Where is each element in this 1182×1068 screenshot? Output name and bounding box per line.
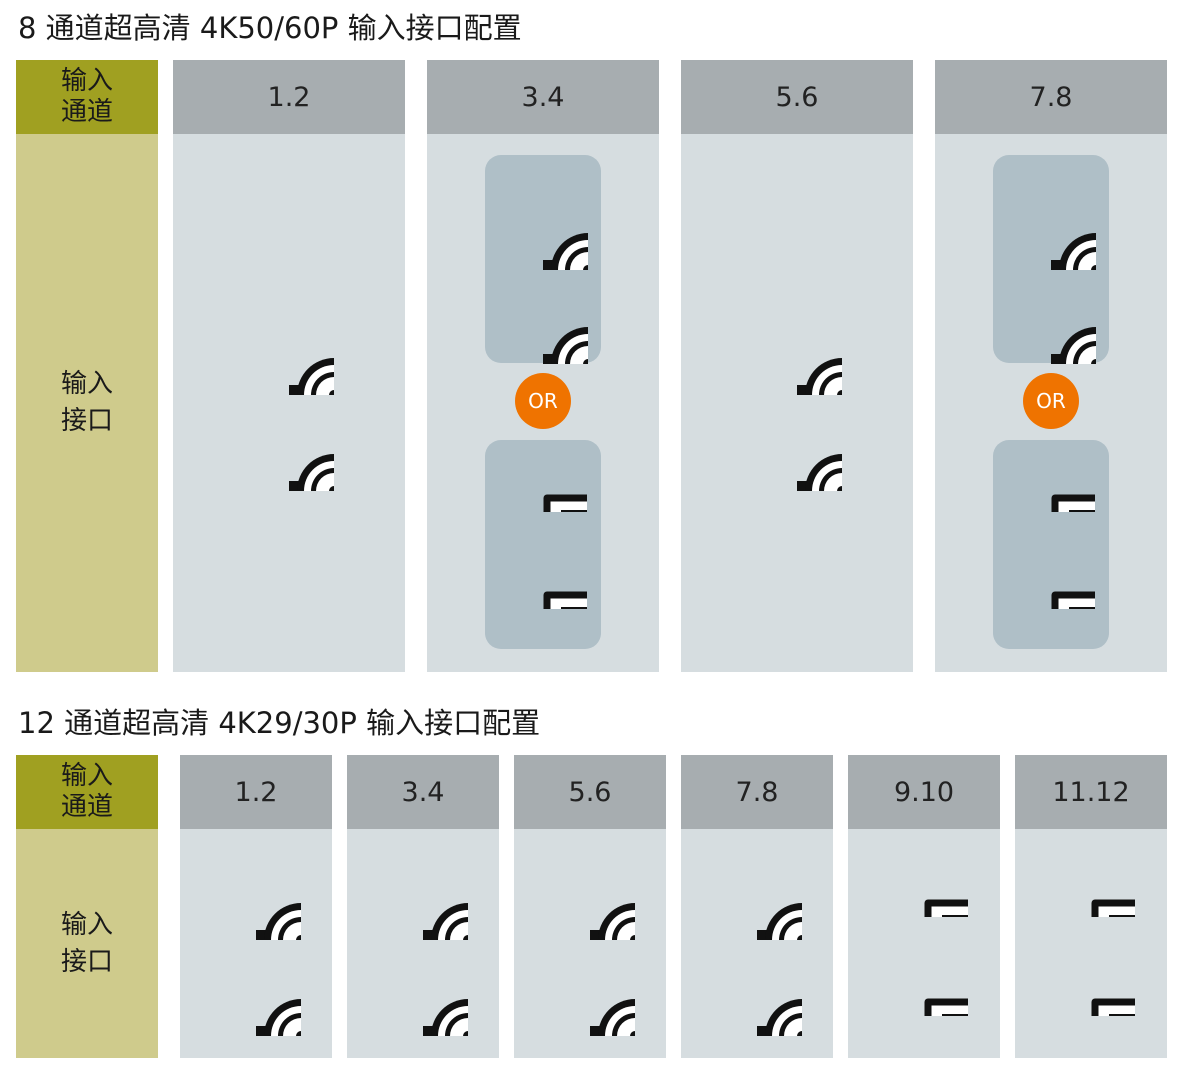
bnc-icon bbox=[797, 358, 842, 395]
bnc-icon bbox=[289, 358, 334, 395]
hdmi-icon bbox=[880, 980, 968, 1016]
section-title: 12 通道超高清 4K29/30P 输入接口配置 bbox=[18, 706, 541, 740]
column-header-3-4: 3.4 bbox=[347, 755, 499, 829]
column-header-1-2: 1.2 bbox=[173, 60, 405, 134]
hdmi-icon bbox=[1007, 476, 1095, 512]
hdmi-icon bbox=[880, 881, 968, 917]
or-badge: OR bbox=[1023, 373, 1079, 429]
bnc-icon bbox=[289, 454, 334, 491]
column-body-3-4: OR bbox=[427, 134, 659, 672]
bnc-icon bbox=[256, 999, 301, 1036]
column-body-5-6 bbox=[514, 829, 666, 1058]
sdi-group-box bbox=[485, 155, 601, 364]
channel-label-header: 输入 通道 bbox=[16, 60, 158, 134]
bnc-icon bbox=[590, 903, 635, 940]
bnc-icon bbox=[797, 454, 842, 491]
channel-label-header: 输入 通道 bbox=[16, 755, 158, 829]
column-header-9-10: 9.10 bbox=[848, 755, 1000, 829]
column-body-1-2 bbox=[173, 134, 405, 672]
bnc-icon bbox=[543, 233, 588, 270]
column-body-9-10 bbox=[848, 829, 1000, 1058]
hdmi-icon bbox=[1007, 573, 1095, 609]
section-title: 8 通道超高清 4K50/60P 输入接口配置 bbox=[18, 11, 522, 45]
column-body-1-2 bbox=[180, 829, 332, 1058]
label-line: 接口 bbox=[60, 946, 113, 977]
column-body-7-8: OR bbox=[935, 134, 1167, 672]
label-line: 输入 bbox=[60, 66, 113, 96]
bnc-icon bbox=[543, 327, 588, 364]
column-header-1-2: 1.2 bbox=[180, 755, 332, 829]
bnc-icon bbox=[757, 999, 802, 1036]
label-line: 通道 bbox=[60, 97, 113, 127]
bnc-icon bbox=[423, 903, 468, 940]
column-body-3-4 bbox=[347, 829, 499, 1058]
bnc-icon bbox=[423, 999, 468, 1036]
bnc-icon bbox=[256, 903, 301, 940]
column-body-7-8 bbox=[681, 829, 833, 1058]
column-header-7-8: 7.8 bbox=[681, 755, 833, 829]
column-body-11-12 bbox=[1015, 829, 1167, 1058]
port-label-body: 输入 接口 bbox=[16, 134, 158, 672]
hdmi-icon bbox=[499, 573, 587, 609]
hdmi-icon bbox=[1047, 980, 1135, 1016]
label-line: 输入 bbox=[60, 761, 113, 791]
port-label-body: 输入 接口 bbox=[16, 829, 158, 1058]
label-line: 接口 bbox=[60, 406, 113, 436]
hdmi-group-box bbox=[485, 440, 601, 649]
hdmi-icon bbox=[1047, 881, 1135, 917]
column-header-5-6: 5.6 bbox=[681, 60, 913, 134]
label-line: 输入 bbox=[60, 369, 113, 399]
bnc-icon bbox=[1051, 327, 1096, 364]
label-line: 输入 bbox=[60, 909, 113, 940]
label-line: 通道 bbox=[60, 792, 113, 822]
column-header-3-4: 3.4 bbox=[427, 60, 659, 134]
column-header-11-12: 11.12 bbox=[1015, 755, 1167, 829]
or-badge: OR bbox=[515, 373, 571, 429]
bnc-icon bbox=[1051, 233, 1096, 270]
hdmi-icon bbox=[499, 476, 587, 512]
bnc-icon bbox=[757, 903, 802, 940]
bnc-icon bbox=[590, 999, 635, 1036]
column-body-5-6 bbox=[681, 134, 913, 672]
hdmi-group-box bbox=[993, 440, 1109, 649]
sdi-group-box bbox=[993, 155, 1109, 364]
column-header-7-8: 7.8 bbox=[935, 60, 1167, 134]
column-header-5-6: 5.6 bbox=[514, 755, 666, 829]
